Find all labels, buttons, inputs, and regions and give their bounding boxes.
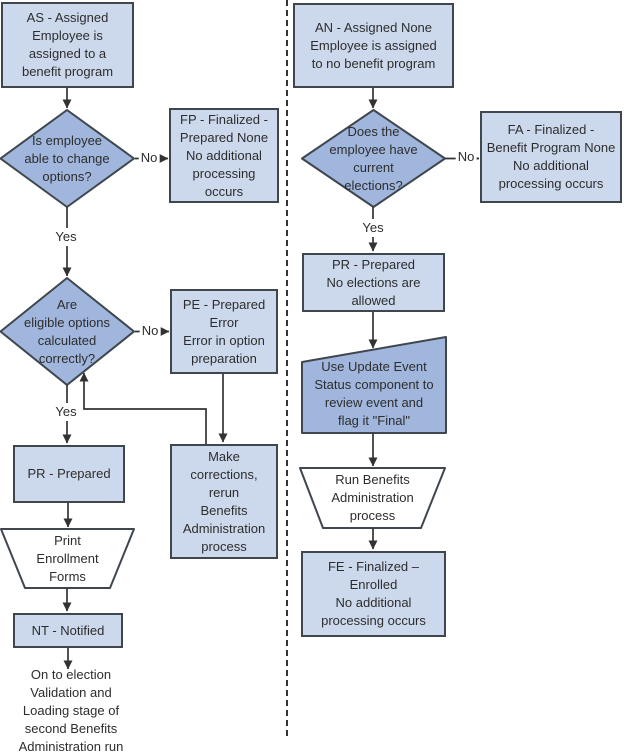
fp-finalized-prepared-none-box: FP - Finalized - Prepared None No additi…: [169, 108, 279, 203]
make-corrections-box: Make corrections, rerun Benefits Adminis…: [170, 444, 278, 559]
an-box-text: AN - Assigned None Employee is assigned …: [310, 19, 437, 71]
pr-prepared-box: PR - Prepared: [13, 445, 125, 503]
fa-finalized-benefit-program-none-box: FA - Finalized - Benefit Program None No…: [480, 111, 622, 203]
decision3-yes-label: Yes: [360, 219, 386, 237]
nt-notified-box: NT - Notified: [13, 613, 123, 648]
decision2-no-label: No: [139, 322, 161, 340]
decision-current-elections-diamond: [301, 109, 446, 208]
pe-box-text: PE - Prepared Error Error in option prep…: [182, 296, 266, 366]
pr-none-box-text: PR - Prepared No elections are allowed: [326, 256, 421, 308]
pr-prepared-no-elections-box: PR - Prepared No elections are allowed: [302, 253, 445, 312]
fe-box-text: FE - Finalized – Enrolled No additional …: [321, 559, 426, 628]
as-assigned-box-text: AS - Assigned Employee is assigned to a …: [21, 10, 114, 79]
fa-box-text: FA - Finalized - Benefit Program None No…: [486, 122, 616, 191]
pr-box-text: PR - Prepared: [27, 466, 111, 481]
an-assigned-none-box: AN - Assigned None Employee is assigned …: [293, 3, 454, 88]
nt-box-text: NT - Notified: [31, 622, 105, 638]
end-note-election-validation: On to election Validation and Loading st…: [18, 667, 124, 754]
print-enrollment-forms-trapezoid: [0, 528, 135, 589]
pe-prepared-error-box: PE - Prepared Error Error in option prep…: [170, 289, 278, 374]
decision3-no-label: No: [455, 148, 477, 166]
run-benefits-process-trapezoid: [299, 467, 446, 529]
fe-finalized-enrolled-box: FE - Finalized – Enrolled No additional …: [301, 551, 446, 637]
decision2-yes-label: Yes: [53, 403, 79, 421]
as-assigned-box: AS - Assigned Employee is assigned to a …: [1, 2, 134, 88]
make-corrections-box-text: Make corrections, rerun Benefits Adminis…: [182, 448, 266, 554]
connector-make-corrections-loop-to-decision2: [79, 372, 207, 444]
decision1-yes-label: Yes: [53, 228, 79, 246]
decision-options-correct-diamond: [0, 277, 135, 386]
fp-box-text: FP - Finalized - Prepared None No additi…: [179, 111, 269, 199]
decision-change-options-diamond: [0, 109, 135, 208]
update-event-status-shape: [301, 336, 447, 434]
decision1-no-label: No: [138, 149, 160, 167]
